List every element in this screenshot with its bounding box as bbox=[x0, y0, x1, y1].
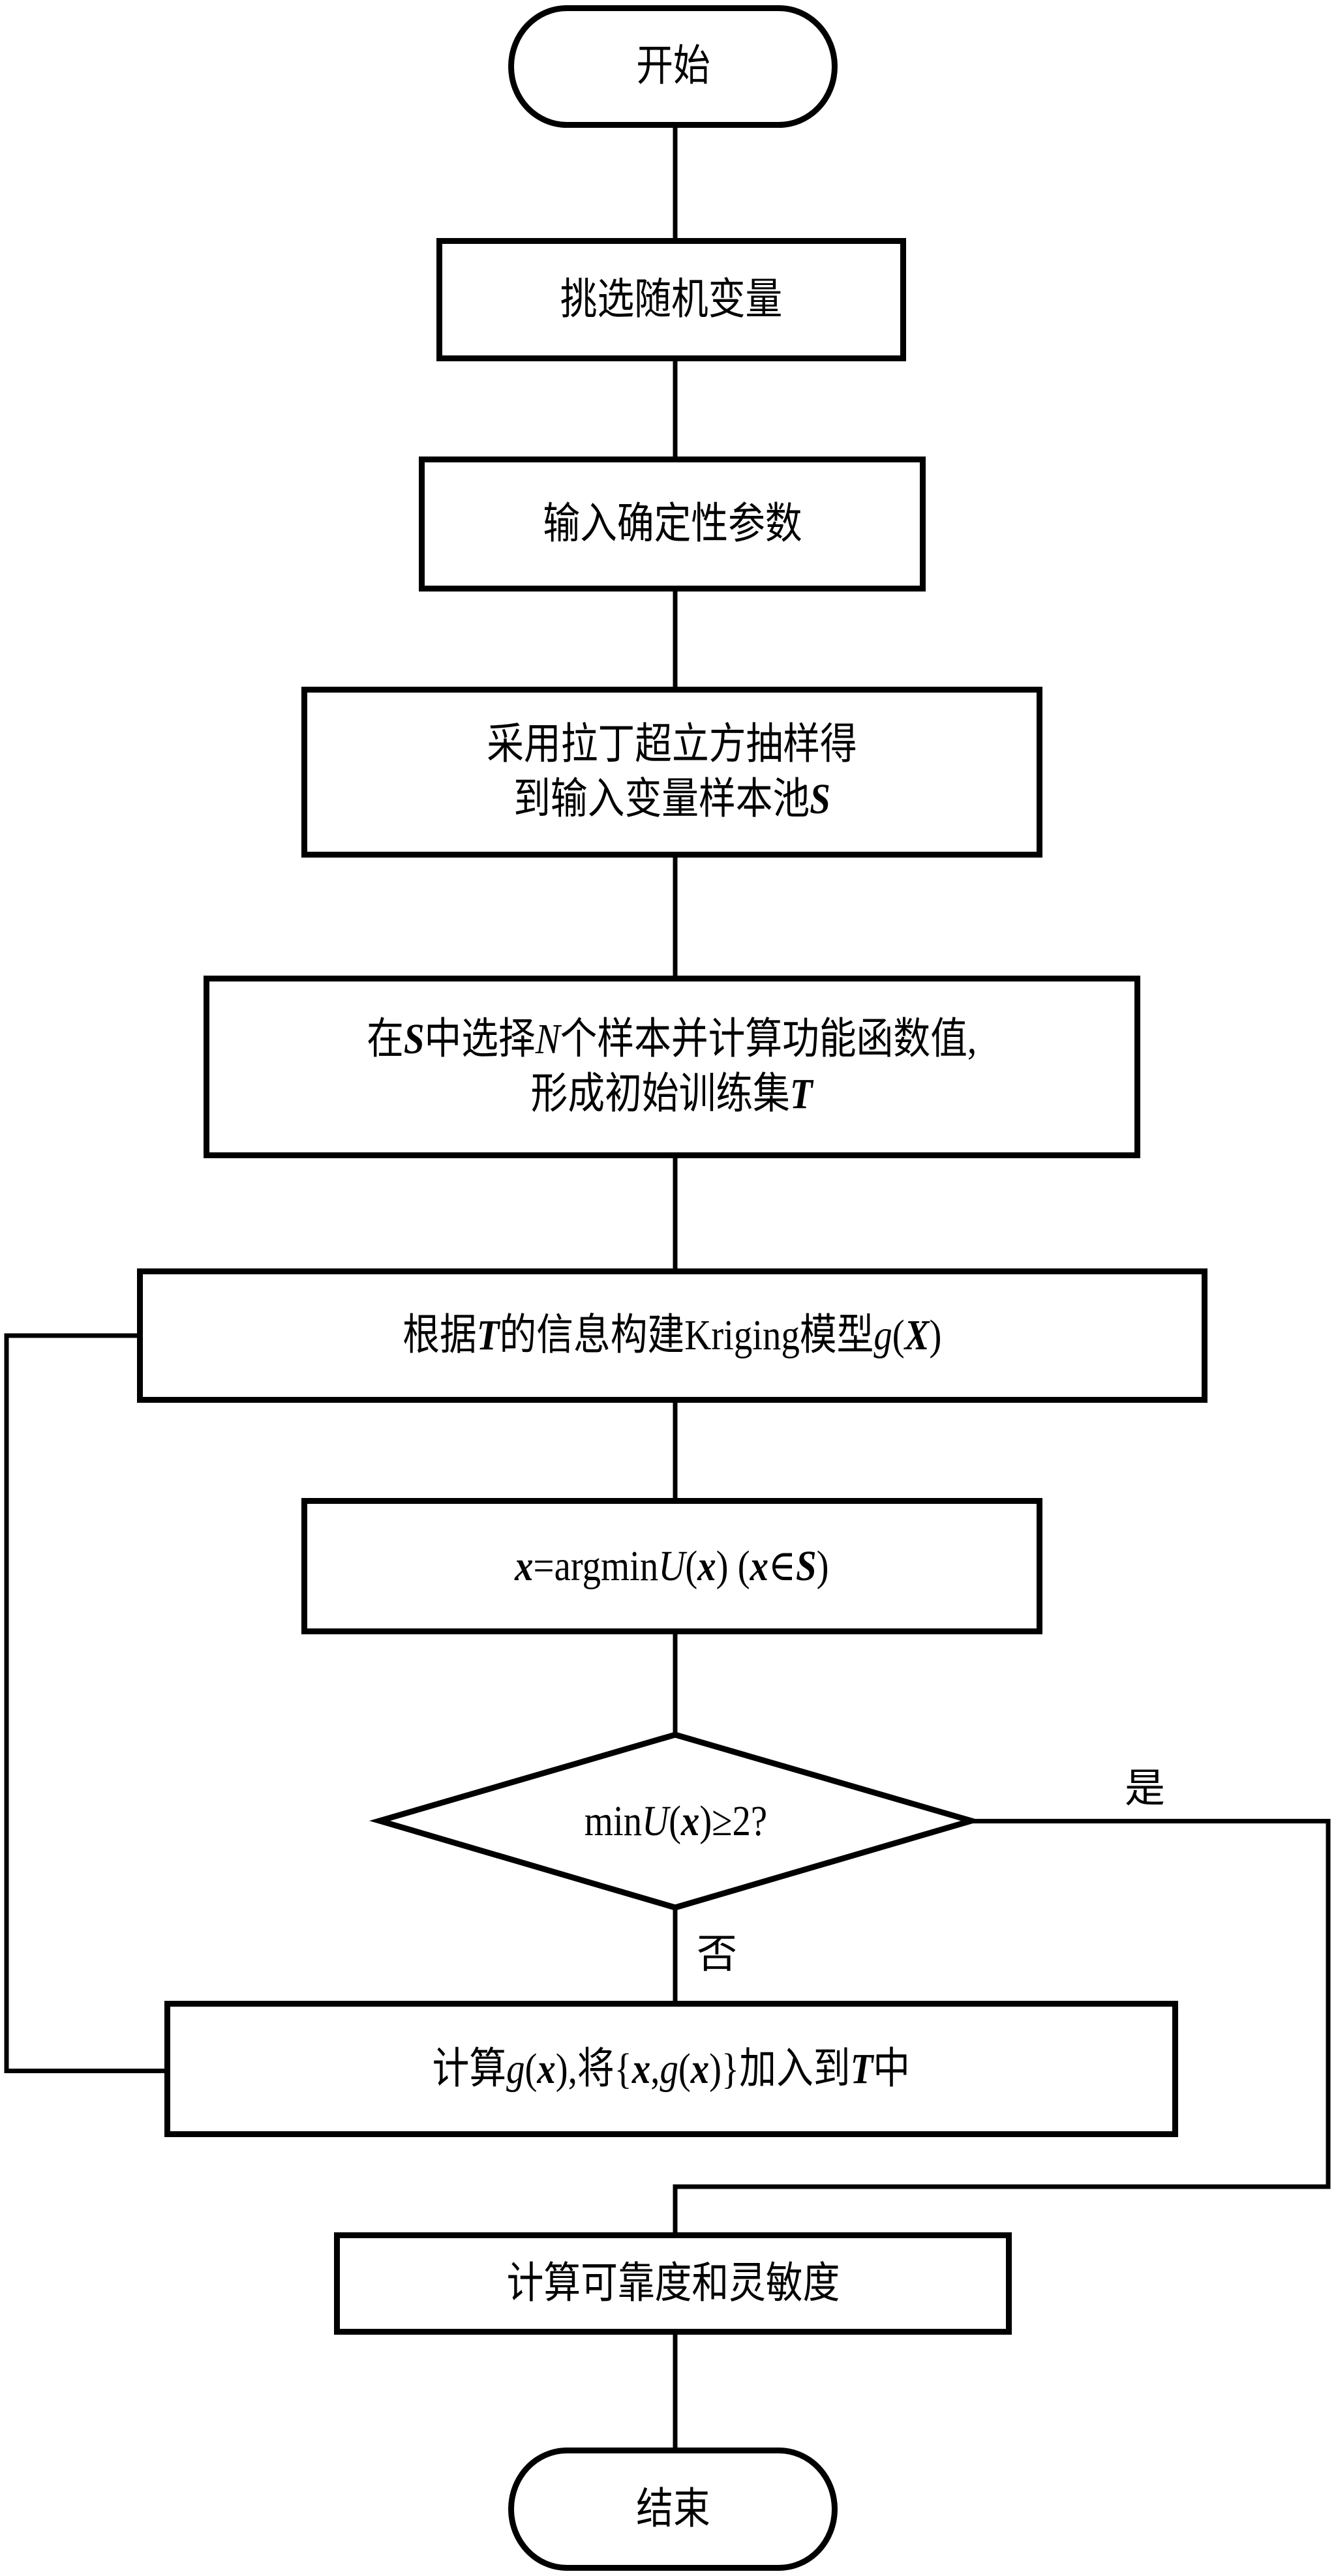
label-segment: ) bbox=[816, 1542, 829, 1590]
label-segment: )≥2? bbox=[699, 1797, 767, 1845]
label-segment: 采用拉丁超立方抽样得 bbox=[487, 721, 857, 768]
label-segment: ( bbox=[668, 1797, 681, 1845]
label-segment: x bbox=[680, 1797, 699, 1845]
node-label: 挑选随机变量 bbox=[560, 273, 783, 327]
label-segment: 挑选随机变量 bbox=[560, 275, 783, 323]
label-line: 结束 bbox=[636, 2482, 710, 2537]
node-label: 根据T的信息构建Kriging模型g(X) bbox=[402, 1308, 941, 1363]
label-line: 计算g(x),将{x,g(x)}加入到T中 bbox=[433, 2042, 910, 2097]
label-line: 形成初始训练集T bbox=[367, 1067, 977, 1122]
edge-check-u-to-compute-reliability bbox=[673, 1819, 1331, 2232]
label-segment: 中选择 bbox=[424, 1015, 536, 1063]
node-compute-reliability[interactable]: 计算可靠度和灵敏度 bbox=[334, 2232, 1012, 2335]
node-label: minU(x)≥2? bbox=[584, 1794, 767, 1849]
node-label: 输入确定性参数 bbox=[543, 497, 802, 552]
label-segment: 输入确定性参数 bbox=[542, 500, 802, 548]
label-segment: 结束 bbox=[635, 2485, 710, 2533]
label-segment: x bbox=[537, 2044, 556, 2093]
label-segment: S bbox=[404, 1015, 425, 1063]
label-segment: 中 bbox=[873, 2044, 911, 2093]
node-label: 计算g(x),将{x,g(x)}加入到T中 bbox=[433, 2042, 910, 2097]
label-line: minU(x)≥2? bbox=[584, 1794, 767, 1849]
label-segment: T bbox=[850, 2044, 873, 2093]
label-segment: )}加入到 bbox=[709, 2044, 851, 2093]
edge-label-no: 否 bbox=[697, 1932, 738, 1977]
label-segment: 到输入变量样本池 bbox=[513, 775, 810, 823]
label-segment: 根据 bbox=[402, 1311, 477, 1359]
label-segment: U bbox=[658, 1542, 686, 1590]
label-line: 到输入变量样本池S bbox=[487, 772, 857, 827]
node-label: 结束 bbox=[636, 2482, 710, 2537]
label-segment: ) bbox=[929, 1311, 942, 1359]
label-segment: T bbox=[790, 1070, 813, 1118]
label-segment: 形成初始训练集 bbox=[530, 1070, 791, 1118]
label-line: 挑选随机变量 bbox=[560, 273, 783, 327]
label-segment: 在 bbox=[367, 1015, 404, 1063]
label-segment: g bbox=[660, 2044, 679, 2093]
label-segment: g bbox=[873, 1311, 892, 1359]
node-label: 采用拉丁超立方抽样得到输入变量样本池S bbox=[487, 717, 857, 827]
label-line: x=argminU(x) (x∈S) bbox=[515, 1539, 828, 1594]
node-initial-training[interactable]: 在S中选择N个样本并计算功能函数值,形成初始训练集T bbox=[204, 976, 1140, 1158]
label-segment: x bbox=[697, 1542, 716, 1590]
label-segment: x bbox=[750, 1542, 769, 1590]
label-segment: 开始 bbox=[635, 42, 710, 90]
node-lhs-sampling[interactable]: 采用拉丁超立方抽样得到输入变量样本池S bbox=[301, 687, 1042, 858]
node-label: x=argminU(x) (x∈S) bbox=[515, 1539, 828, 1594]
label-line: 输入确定性参数 bbox=[543, 497, 802, 552]
label-segment: T bbox=[476, 1311, 500, 1359]
label-segment: ∈ bbox=[768, 1542, 797, 1590]
node-label: 计算可靠度和灵敏度 bbox=[506, 2256, 840, 2311]
label-segment: 的信息构建Kriging模型 bbox=[499, 1311, 874, 1359]
edge-label-yes: 是 bbox=[1125, 1767, 1166, 1811]
node-update-training[interactable]: 计算g(x),将{x,g(x)}加入到T中 bbox=[164, 2001, 1178, 2137]
node-input-params[interactable]: 输入确定性参数 bbox=[419, 457, 926, 592]
label-segment: S bbox=[810, 775, 830, 823]
label-segment: min bbox=[584, 1797, 642, 1845]
label-line: 在S中选择N个样本并计算功能函数值, bbox=[367, 1012, 977, 1067]
edge-update-training-to-build-kriging bbox=[4, 1333, 164, 2073]
node-check-u-text: minU(x)≥2? bbox=[380, 1735, 971, 1908]
label-segment: =argmin bbox=[533, 1542, 659, 1590]
label-segment: S bbox=[796, 1542, 817, 1590]
label-line: 计算可靠度和灵敏度 bbox=[506, 2256, 840, 2311]
label-segment: x bbox=[515, 1542, 534, 1590]
label-segment: 计算可靠度和灵敏度 bbox=[506, 2259, 840, 2307]
label-segment: g bbox=[506, 2044, 525, 2093]
node-build-kriging[interactable]: 根据T的信息构建Kriging模型g(X) bbox=[137, 1268, 1207, 1403]
node-start[interactable]: 开始 bbox=[508, 5, 838, 128]
label-segment: x bbox=[690, 2044, 710, 2093]
label-line: 开始 bbox=[636, 39, 710, 94]
label-segment: 个样本并计算功能函数值, bbox=[560, 1015, 977, 1063]
label-segment: U bbox=[641, 1797, 669, 1845]
label-segment: ( bbox=[685, 1542, 698, 1590]
node-label: 开始 bbox=[636, 39, 710, 94]
label-segment: ( bbox=[892, 1311, 905, 1359]
node-end[interactable]: 结束 bbox=[508, 2448, 838, 2571]
label-segment: ( bbox=[524, 2044, 538, 2093]
node-label: 在S中选择N个样本并计算功能函数值,形成初始训练集T bbox=[367, 1012, 977, 1122]
label-segment: x bbox=[632, 2044, 651, 2093]
decision-diamond[interactable] bbox=[369, 1731, 982, 1911]
label-line: 采用拉丁超立方抽样得 bbox=[487, 717, 857, 772]
label-segment: , bbox=[650, 2044, 660, 2093]
label-segment: N bbox=[536, 1015, 560, 1063]
label-segment: 计算 bbox=[432, 2044, 507, 2093]
label-line: 根据T的信息构建Kriging模型g(X) bbox=[402, 1308, 941, 1363]
node-argmin-u[interactable]: x=argminU(x) (x∈S) bbox=[301, 1498, 1042, 1634]
label-segment: ( bbox=[678, 2044, 691, 2093]
label-segment: ) ( bbox=[716, 1542, 750, 1590]
node-select-vars[interactable]: 挑选随机变量 bbox=[436, 238, 906, 361]
label-segment: ),将{ bbox=[555, 2044, 633, 2093]
label-segment: X bbox=[904, 1311, 930, 1359]
